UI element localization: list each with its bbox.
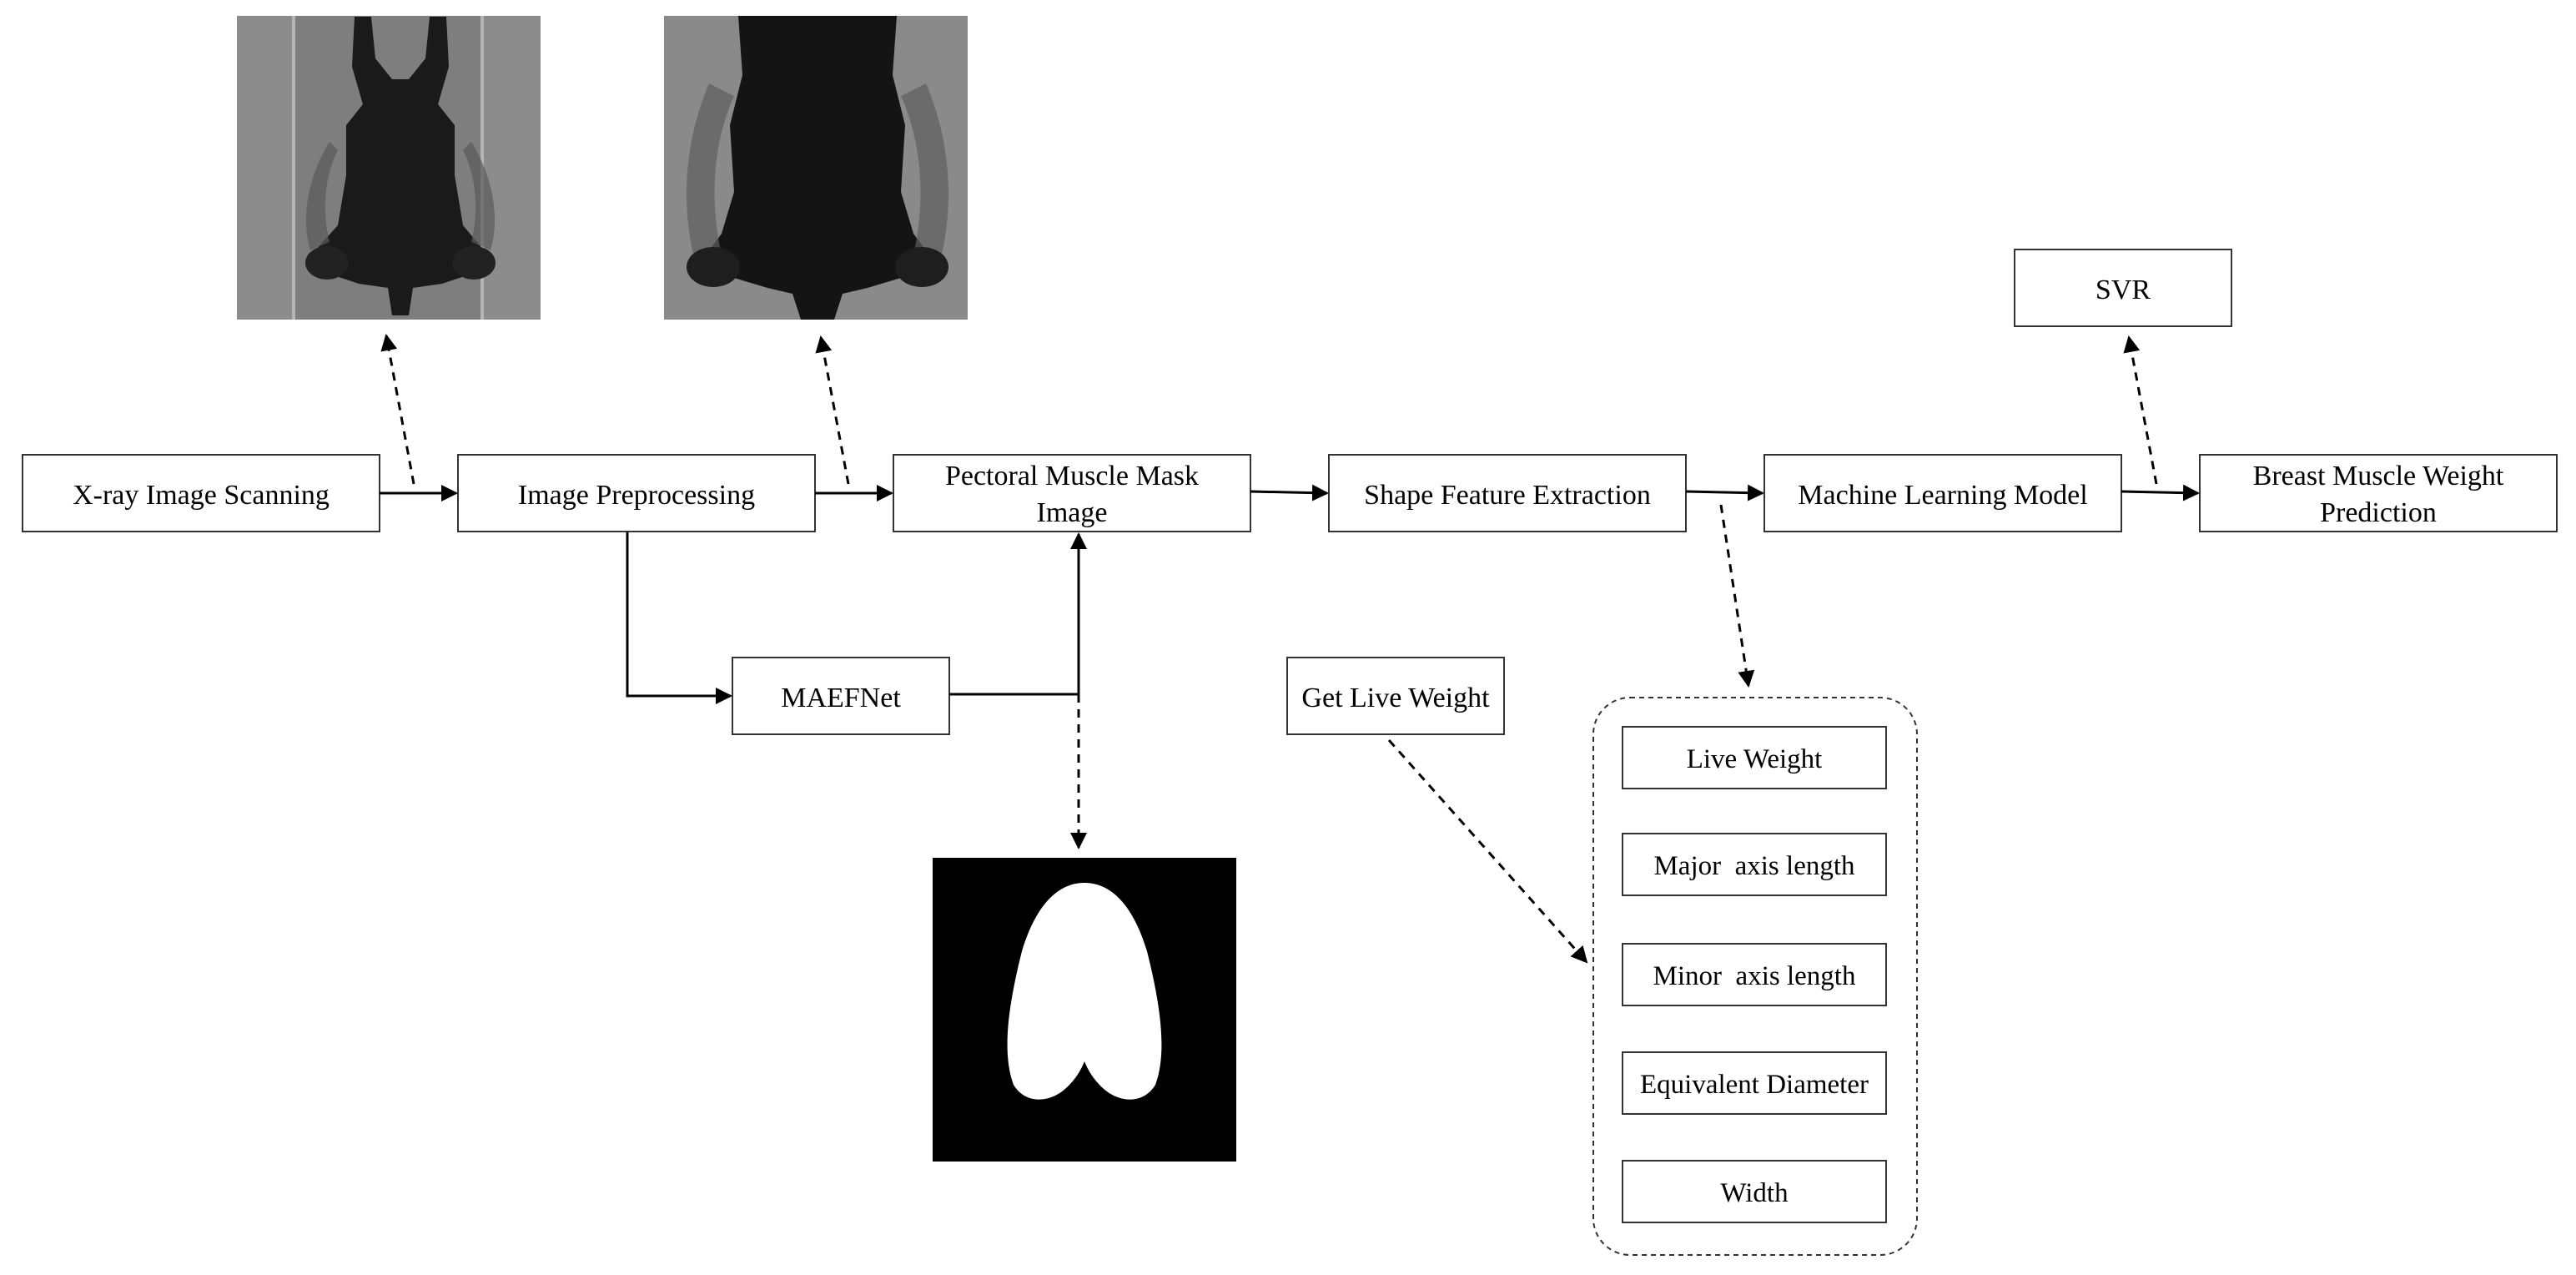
node-mask-image: Pectoral Muscle Mask Image [893,454,1251,532]
node-image-preprocessing-label: Image Preprocessing [518,480,755,511]
node-maefnet-label: MAEFNet [781,683,901,713]
dashed-connectors [380,334,2158,964]
dashed-arrow-to-raw-xray [380,334,415,485]
segmentation-mask-image [933,858,1236,1162]
node-maefnet: MAEFNet [732,657,950,735]
feature-width: Width [1622,1160,1887,1223]
dashed-arrow-to-svr [2123,335,2158,485]
feature-group: Live Weight Major axis length Minor axis… [1592,697,1918,1256]
preprocessed-xray-image [664,16,968,320]
node-xray-scanning: X-ray Image Scanning [22,454,380,532]
node-prediction: Breast Muscle Weight Prediction [2199,454,2558,532]
dashed-arrow-to-preprocessed-xray [815,335,850,485]
node-svr-label: SVR [2096,275,2151,305]
feature-minor-axis-length-label: Minor axis length [1653,961,1856,991]
feature-equivalent-diameter-label: Equivalent Diameter [1640,1070,1869,1100]
node-xray-scanning-label: X-ray Image Scanning [73,480,330,511]
dashed-arrow-to-features [1719,504,1755,688]
node-mask-image-label-line1: Pectoral Muscle Mask [945,461,1199,491]
arrow-model-to-prediction [2121,484,2200,501]
arrow-feature-to-model [1685,484,1764,501]
arrow-preprocess-to-maefnet [626,532,732,704]
feature-major-axis-length: Major axis length [1622,833,1887,896]
dashed-arrow-live-weight-to-features [1387,739,1588,964]
node-shape-feature-extraction-label: Shape Feature Extraction [1364,480,1651,511]
node-prediction-label-line2: Prediction [2320,497,2437,528]
feature-live-weight: Live Weight [1622,726,1887,789]
node-shape-feature-extraction: Shape Feature Extraction [1328,454,1687,532]
node-svr: SVR [2014,249,2232,327]
node-prediction-label-line1: Breast Muscle Weight [2253,461,2504,491]
feature-width-label: Width [1720,1178,1789,1208]
feature-equivalent-diameter: Equivalent Diameter [1622,1051,1887,1115]
feature-live-weight-label: Live Weight [1687,744,1823,774]
node-machine-learning-model: Machine Learning Model [1763,454,2122,532]
arrow-mask-to-feature [1250,484,1329,501]
node-get-live-weight-label: Get Live Weight [1301,683,1490,713]
node-mask-image-label-line2: Image [1037,497,1108,528]
raw-xray-image [237,16,541,320]
node-get-live-weight: Get Live Weight [1286,657,1505,735]
feature-major-axis-length-label: Major axis length [1653,851,1855,881]
node-image-preprocessing: Image Preprocessing [457,454,816,532]
arrow-maefnet-to-mask [949,532,1087,696]
node-machine-learning-model-label: Machine Learning Model [1798,480,2087,511]
solid-connectors [380,484,2200,704]
feature-minor-axis-length: Minor axis length [1622,943,1887,1006]
